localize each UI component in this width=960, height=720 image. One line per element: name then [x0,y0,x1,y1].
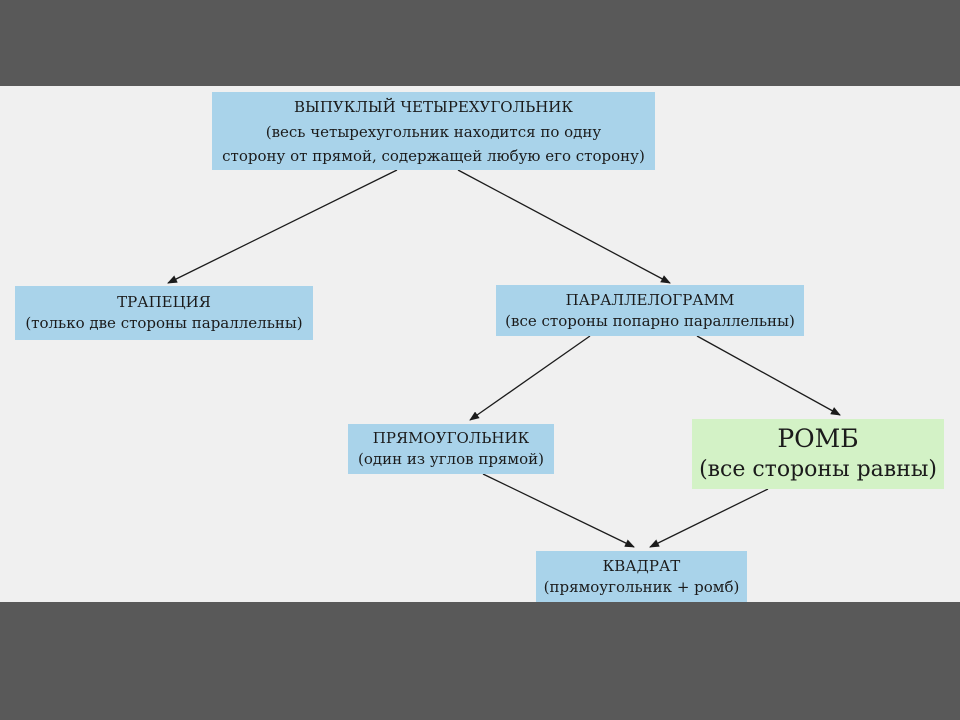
node-parallelogram-title: ПАРАЛЛЕЛОГРАММ [565,290,735,309]
node-rhombus-description: (все стороны равны) [699,457,937,482]
node-rectangle-title: ПРЯМОУГОЛЬНИК [372,429,530,447]
arrow-parallelogram-to-rectangle [469,335,591,421]
node-rectangle-description: (один из углов прямой) [358,450,544,468]
node-trapezoid: ТРАПЕЦИЯ (только две стороны параллельны… [15,286,313,340]
node-convex-description-line1: (весь четырехугольник находится по одну [265,123,602,141]
arrow-rectangle-to-square [482,473,635,548]
node-convex-quadrilateral: ВЫПУКЛЫЙ ЧЕТЫРЕХУГОЛЬНИК (весь четырехуг… [212,92,655,170]
diagram-canvas [0,86,960,602]
node-square-title: КВАДРАТ [602,556,681,575]
node-convex-description-line2: сторону от прямой, содержащей любую его … [222,147,645,165]
node-rectangle: ПРЯМОУГОЛЬНИК (один из углов прямой) [348,424,554,474]
node-convex-title: ВЫПУКЛЫЙ ЧЕТЫРЕХУГОЛЬНИК [294,98,573,116]
node-rhombus-title: РОМБ [777,424,859,453]
arrow-rhombus-to-square [649,488,769,548]
node-square-description: (прямоугольник + ромб) [543,577,740,596]
node-rhombus: РОМБ (все стороны равны) [692,419,944,489]
node-parallelogram-description: (все стороны попарно параллельны) [505,311,795,330]
arrow-parallelogram-to-rhombus [696,335,841,416]
node-parallelogram: ПАРАЛЛЕЛОГРАММ (все стороны попарно пара… [496,285,804,336]
arrow-convex-to-parallelogram [457,169,671,284]
node-trapezoid-title: ТРАПЕЦИЯ [117,293,211,311]
node-square: КВАДРАТ (прямоугольник + ромб) [536,551,747,602]
node-trapezoid-description: (только две стороны параллельны) [25,314,303,332]
arrow-convex-to-trapezoid [167,169,398,284]
